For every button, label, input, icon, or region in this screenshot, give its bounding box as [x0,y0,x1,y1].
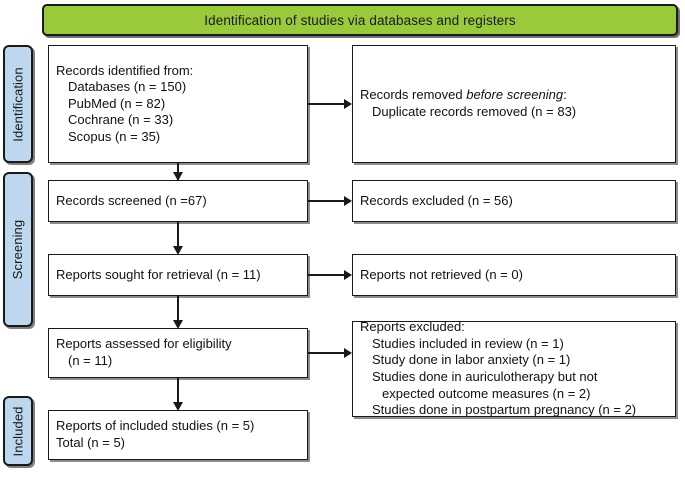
box-reports-assessed: Reports assessed for eligibility (n = 11… [48,328,308,378]
box-records-removed: Records removed before screening: Duplic… [352,45,676,163]
reports-excluded-reason-2: Study done in labor anxiety (n = 1) [372,352,571,368]
reports-included-line-2: Total (n = 5) [56,435,126,450]
records-identified-line-2: Databases (n = 150) [68,79,187,95]
diagram-banner: Identification of studies via databases … [42,4,678,36]
arrowhead-assessed-to-excluded [344,348,352,358]
reports-included-line-1: Reports of included studies (n = 5) [56,418,255,434]
arrowhead-sought-to-assessed [173,320,183,329]
stage-label-identification: Identification [10,66,26,142]
stage-label-screening: Screening [10,219,26,280]
records-removed-post: : [563,87,567,103]
connector-assessed-to-included [177,378,179,409]
stage-tab-identification: Identification [3,45,33,163]
stage-label-included: Included [10,406,26,456]
connector-sought-to-not-retrieved [308,274,345,276]
box-reports-sought: Reports sought for retrieval (n = 11) [48,254,308,296]
records-removed-pre: Records removed [360,87,467,103]
reports-excluded-reason-1: Studies included in review (n = 1) [372,335,564,351]
box-records-excluded: Records excluded (n = 56) [352,180,676,222]
stage-tab-included: Included [3,396,33,466]
records-removed-emphasis: before screening [466,87,564,103]
reports-sought-line-1: Reports sought for retrieval (n = 11) [56,266,261,282]
reports-assessed-line-1: Reports assessed for eligibility [56,336,232,352]
connector-assessed-to-excluded [308,352,345,354]
records-screened-line-1: Records screened (n =67) [56,192,207,208]
records-identified-line-1: Records identified from: [56,62,194,78]
records-identified-line-5: Scopus (n = 35) [68,128,161,144]
records-identified-line-4: Cochrane (n = 33) [68,112,174,128]
reports-excluded-reason-3: Studies done in auriculotherapy but not [372,369,598,384]
connector-sought-to-assessed [177,296,179,327]
box-reports-not-retrieved: Reports not retrieved (n = 0) [352,254,676,296]
banner-title: Identification of studies via databases … [204,12,516,28]
reports-excluded-reason-4: expected outcome measures (n = 2) [382,385,591,401]
box-records-screened: Records screened (n =67) [48,180,308,222]
reports-assessed-line-2: (n = 11) [68,353,113,368]
reports-excluded-reason-5: Studies done in postpartum pregnancy (n … [372,402,637,418]
reports-excluded-heading: Reports excluded: [360,319,465,335]
box-reports-excluded: Reports excluded: Studies included in re… [352,319,676,418]
stage-tab-screening: Screening [3,172,33,327]
arrowhead-assessed-to-included [173,402,183,411]
records-excluded-line-1: Records excluded (n = 56) [360,192,513,208]
records-removed-line-2: Duplicate records removed (n = 83) [372,104,577,119]
arrowhead-sought-to-not-retrieved [344,270,352,280]
connector-identified-to-removed [308,103,345,105]
reports-not-retrieved-line-1: Reports not retrieved (n = 0) [360,266,523,282]
arrowhead-screened-to-sought [173,246,183,255]
arrowhead-screened-to-excluded [344,196,352,206]
box-records-identified: Records identified from: Databases (n = … [48,45,308,163]
box-reports-included: Reports of included studies (n = 5) Tota… [48,410,308,460]
arrowhead-identified-to-removed [344,99,352,109]
connector-screened-to-sought [177,222,179,253]
arrowhead-identified-to-screened [173,172,183,181]
records-identified-line-3: PubMed (n = 82) [68,95,166,111]
records-removed-line-1: Records removed before screening: [360,87,668,104]
connector-screened-to-excluded [308,200,345,202]
